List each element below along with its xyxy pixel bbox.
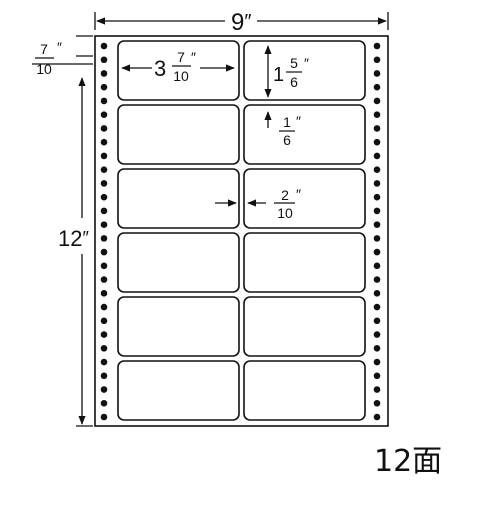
feed-hole [100,56,108,64]
feed-hole [100,97,108,105]
sheet-width-dimension: 9″ [94,9,389,36]
feed-hole [373,56,381,64]
label-cell [243,296,366,357]
feed-hole [100,70,108,77]
feed-hole [373,331,381,338]
feed-hole [100,386,108,393]
feed-hole [373,193,381,201]
feed-hole [373,125,381,132]
column-gap-denominator: 10 [277,205,293,221]
feed-hole [373,248,381,256]
feed-hole [373,221,381,228]
label-height-denominator: 6 [290,74,298,90]
feed-hole [373,152,381,160]
feed-hole [100,221,108,228]
feed-hole [100,180,108,187]
feed-hole [100,358,108,366]
feed-hole [100,413,108,421]
feed-hole [373,386,381,393]
feed-hole [373,344,381,352]
feed-hole [100,331,108,338]
feed-hole [373,111,381,119]
label-width-dimension: 3 7 10 ″ [121,49,235,84]
feed-hole [373,262,381,270]
label-cell [243,168,366,229]
label-height-unit: ″ [304,55,309,71]
feed-hole [373,399,381,407]
label-width-whole: 3 [154,56,166,81]
feed-holes-right [373,42,381,421]
row-gap-denominator: 6 [283,132,291,148]
feed-hole [100,290,108,297]
top-margin-dimension: 7 10 ″ [32,39,93,77]
feed-hole [100,276,108,283]
feed-hole [373,180,381,187]
feed-hole [100,83,108,91]
column-gap-dimension: 2 10 ″ [215,186,301,221]
feed-hole [100,166,108,173]
label-grid [117,40,366,421]
feed-holes-left [100,42,108,421]
feed-hole [100,399,108,407]
feed-hole [100,262,108,270]
label-count: 12面 [374,444,443,479]
feed-hole [100,317,108,325]
feed-hole [100,372,108,380]
feed-hole [100,303,108,311]
feed-hole [373,42,381,50]
feed-hole [100,125,108,132]
feed-hole [373,276,381,283]
feed-hole [100,235,108,242]
feed-hole [100,111,108,119]
row-gap-numerator: 1 [283,114,291,130]
label-cell [243,40,366,101]
label-height-numerator: 5 [290,55,298,71]
feed-hole [100,193,108,201]
label-width-numerator: 7 [177,49,185,65]
row-gap-unit: ″ [296,113,301,129]
feed-hole [373,97,381,105]
column-gap-numerator: 2 [281,187,289,203]
top-margin-denominator: 10 [36,61,52,77]
label-cell [117,232,240,293]
feed-hole [373,303,381,311]
label-width-denominator: 10 [173,68,189,84]
label-cell [243,232,366,293]
feed-hole [373,372,381,380]
top-margin-unit: ″ [57,39,62,55]
label-width-unit: ″ [191,49,196,65]
label-cell [243,360,366,421]
feed-hole [373,207,381,215]
feed-hole [373,290,381,297]
feed-hole [373,166,381,173]
feed-hole [373,70,381,77]
label-height-dimension: 1 5 6 ″ [264,45,309,98]
feed-hole [373,317,381,325]
label-cell [117,296,240,357]
label-cell [117,360,240,421]
feed-hole [100,344,108,352]
label-height-whole: 1 [273,64,284,86]
feed-hole [373,413,381,421]
feed-hole [100,152,108,160]
label-cell [117,104,240,165]
feed-hole [373,235,381,242]
feed-hole [100,207,108,215]
feed-hole [100,42,108,50]
label-cell [243,104,366,165]
feed-hole [100,248,108,256]
feed-hole [373,138,381,146]
sheet-height-dimension: 12″ [58,35,93,427]
sheet-height-value: 12″ [58,226,89,251]
label-cell [117,168,240,229]
sheet-width-value: 9″ [231,9,251,36]
feed-hole [100,138,108,146]
feed-hole [373,358,381,366]
row-gap-dimension: 1 6 ″ [264,111,301,148]
top-margin-numerator: 7 [40,41,48,57]
feed-hole [373,83,381,91]
column-gap-unit: ″ [296,186,301,202]
label-cell [117,40,240,101]
